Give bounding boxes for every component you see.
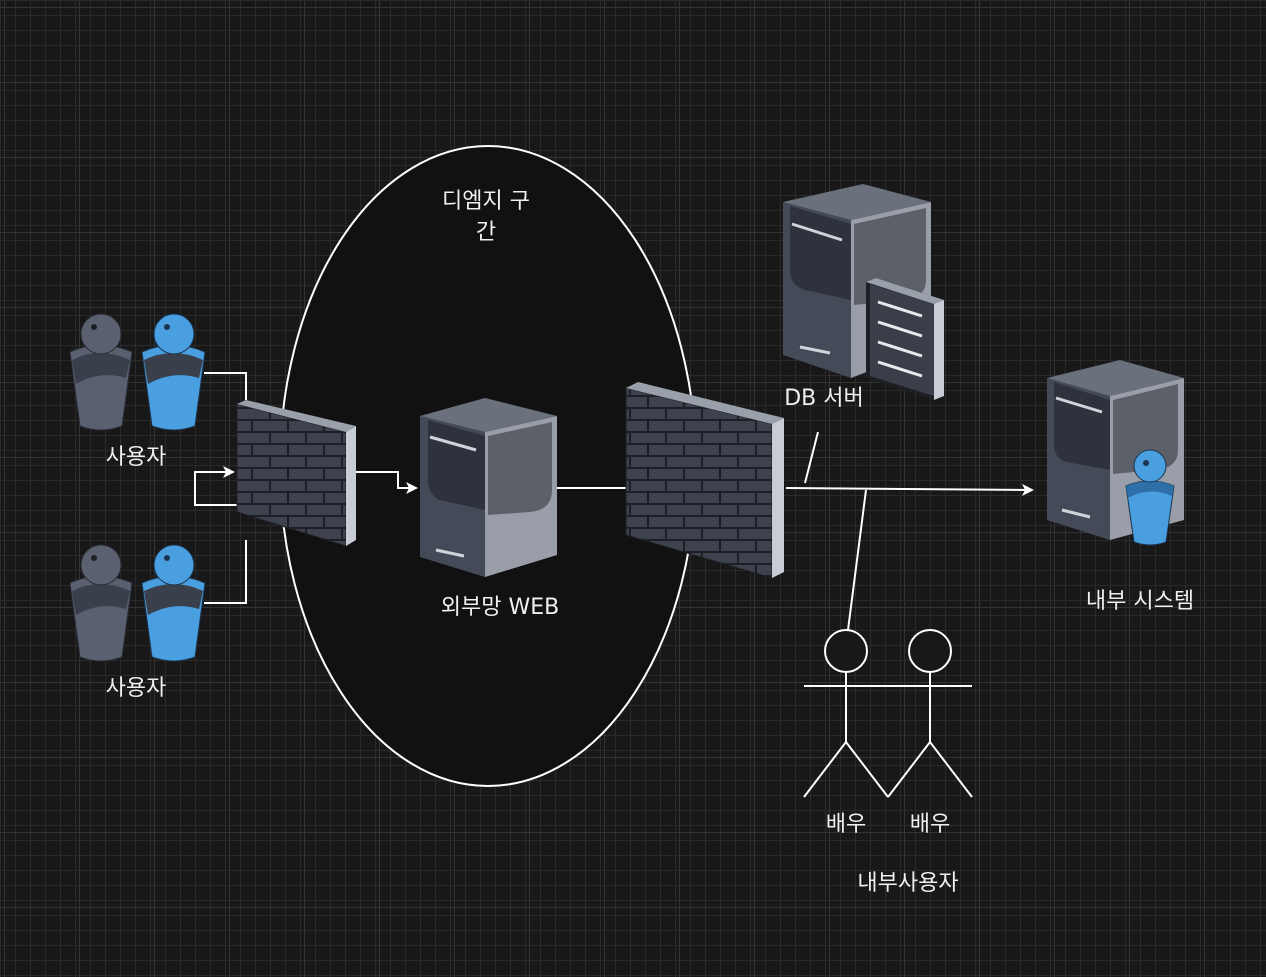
user-icon[interactable] xyxy=(141,544,206,662)
actor-stick-figure-icon[interactable] xyxy=(887,629,973,798)
user-icon[interactable] xyxy=(1125,449,1175,546)
edge-user-top-firewall[interactable] xyxy=(204,372,247,400)
actor-label: 배우 xyxy=(825,812,867,837)
dmz-label-line2: 간 xyxy=(475,220,497,245)
edge-firewall-web[interactable] xyxy=(356,471,418,494)
actor-stick-figure-icon[interactable] xyxy=(803,629,889,798)
connectors xyxy=(194,372,1034,631)
edge-db-link[interactable] xyxy=(804,431,819,484)
actor-label: 배우 xyxy=(909,812,951,837)
user-icon[interactable] xyxy=(69,313,133,431)
user-icon[interactable] xyxy=(69,544,133,662)
user-label: 사용자 xyxy=(105,445,167,470)
user-label: 사용자 xyxy=(105,676,167,701)
db-server-label: DB 서버 xyxy=(784,386,864,411)
user-icon[interactable] xyxy=(141,313,206,431)
edge-user-bottom-firewall[interactable] xyxy=(204,540,247,604)
web-server-label: 외부망 WEB xyxy=(440,595,560,620)
firewall-icon[interactable] xyxy=(236,400,356,547)
internal-users-label: 내부사용자 xyxy=(857,871,959,896)
firewall-icon[interactable] xyxy=(625,382,784,579)
server-icon[interactable] xyxy=(420,398,557,577)
edge-firewall2-internal[interactable] xyxy=(785,483,1034,496)
document-icon[interactable] xyxy=(866,278,944,400)
dmz-label: 디엠지 구 xyxy=(442,189,530,214)
edge-actors-link[interactable] xyxy=(847,489,867,631)
internal-system-label: 내부 시스템 xyxy=(1085,589,1195,614)
edge-loop-firewall[interactable] xyxy=(194,466,237,506)
